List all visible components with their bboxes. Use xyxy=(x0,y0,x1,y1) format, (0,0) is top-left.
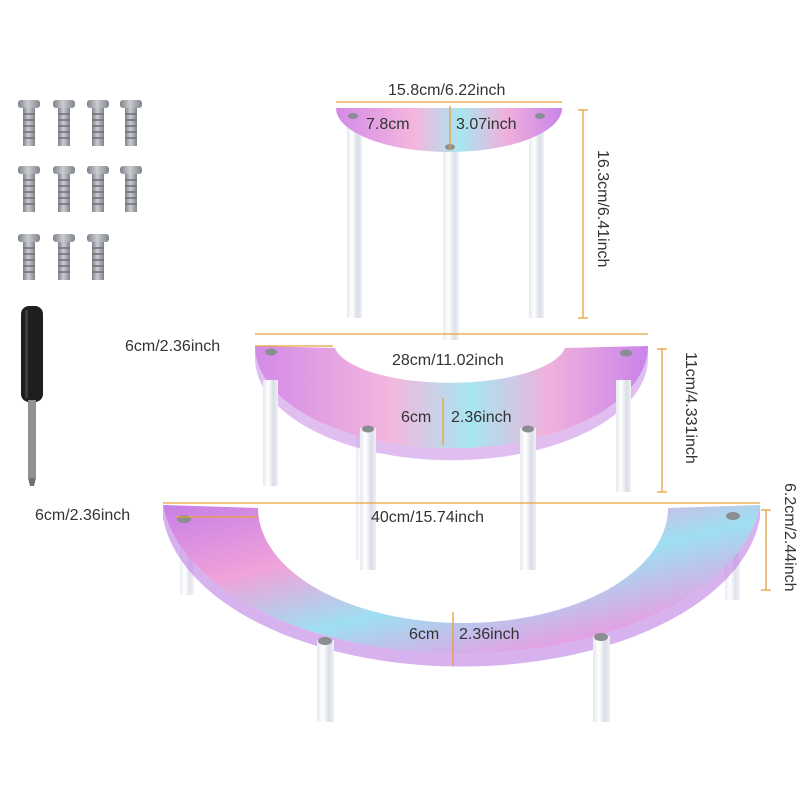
screw-icon xyxy=(53,234,75,280)
middle-band-label: 6cm/2.36inch xyxy=(125,338,221,355)
screw-icon xyxy=(120,166,142,212)
top-depth-cm-label: 7.8cm xyxy=(366,116,410,133)
top-tier xyxy=(336,108,562,318)
screw-icon xyxy=(87,166,109,212)
dimension-lines xyxy=(163,101,771,666)
top-depth-inch-label: 3.07inch xyxy=(456,116,517,133)
screw-icon xyxy=(18,234,40,280)
screw-icon xyxy=(18,100,40,146)
middle-height-label: 11cm/4.331inch xyxy=(682,352,699,464)
middle-width-label: 28cm/11.02inch xyxy=(392,352,504,369)
bottom-width-label: 40cm/15.74inch xyxy=(371,509,484,526)
bottom-depth-inch-label: 2.36inch xyxy=(459,626,520,643)
top-width-label: 15.8cm/6.22inch xyxy=(388,82,506,99)
bottom-tier xyxy=(163,420,760,722)
middle-depth-inch-label: 2.36inch xyxy=(451,409,512,426)
bottom-height-label: 6.2cm/2.44inch xyxy=(781,483,798,592)
screw-icon xyxy=(87,234,109,280)
bottom-band-label: 6cm/2.36inch xyxy=(35,507,131,524)
screw-icon xyxy=(87,100,109,146)
middle-depth-cm-label: 6cm xyxy=(401,409,432,426)
middle-tier xyxy=(255,150,648,570)
bottom-depth-cm-label: 6cm xyxy=(409,626,440,643)
screw-icon xyxy=(18,166,40,212)
screws-group xyxy=(18,100,142,280)
screw-icon xyxy=(53,166,75,212)
screw-icon xyxy=(53,100,75,146)
screwdriver-icon xyxy=(21,306,43,486)
top-height-label: 16.3cm/6.41inch xyxy=(594,150,611,268)
screw-icon xyxy=(120,100,142,146)
